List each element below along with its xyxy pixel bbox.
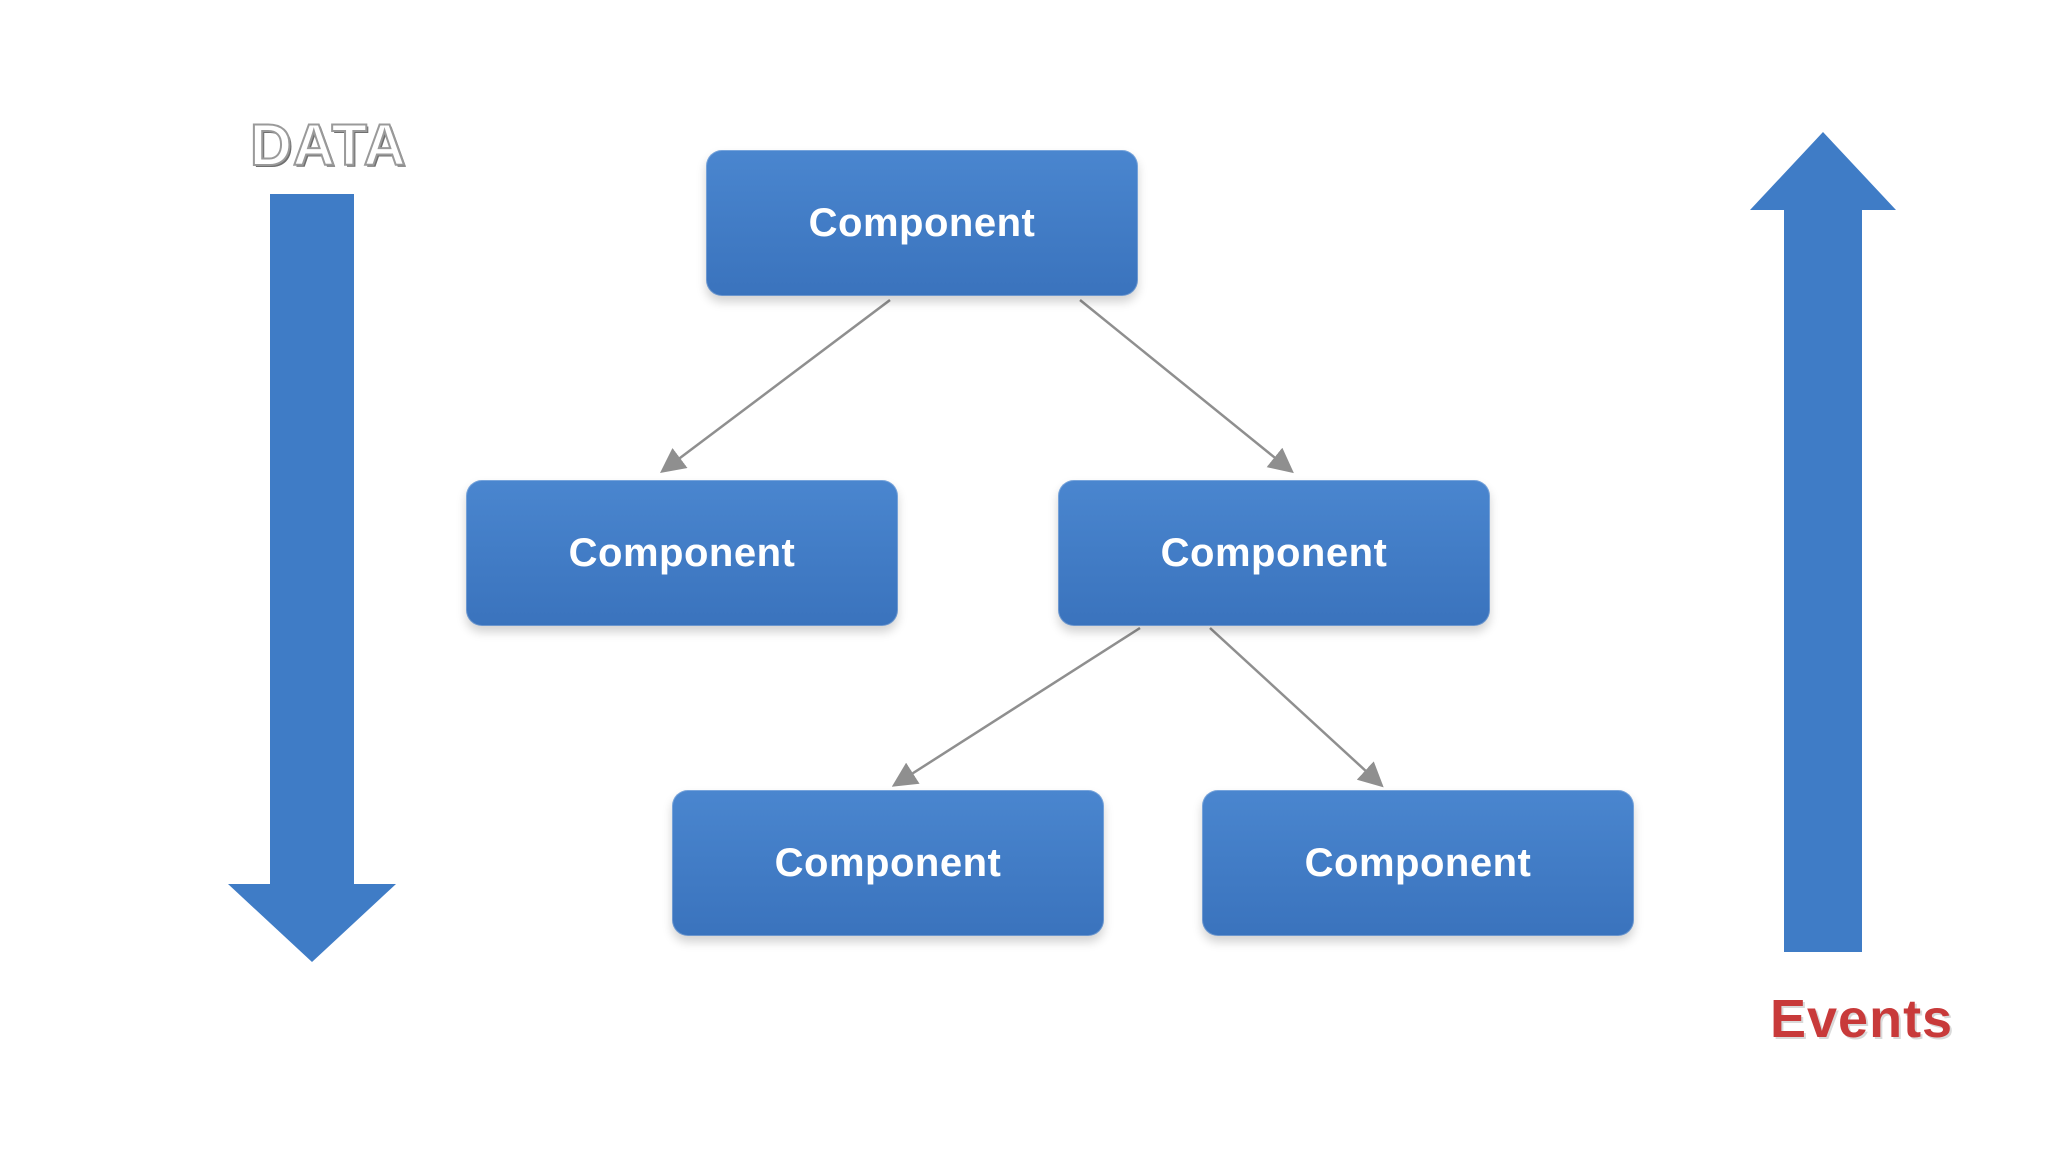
component-grandchild-left: Component (672, 790, 1104, 936)
component-root: Component (706, 150, 1138, 296)
component-grandchild-right: Component (1202, 790, 1634, 936)
data-label: DATA (249, 112, 407, 179)
component-left-child: Component (466, 480, 898, 626)
events-label: Events (1770, 989, 1954, 1049)
edge-right-child-to-grandchild-left (891, 626, 1141, 787)
data-flow-arrow (228, 194, 396, 962)
edge-root-to-right-child (1079, 299, 1294, 474)
edge-root-to-left-child (660, 299, 891, 474)
edge-right-child-to-grandchild-right (1209, 627, 1384, 788)
component-right-child: Component (1058, 480, 1490, 626)
events-flow-arrow (1750, 132, 1896, 952)
